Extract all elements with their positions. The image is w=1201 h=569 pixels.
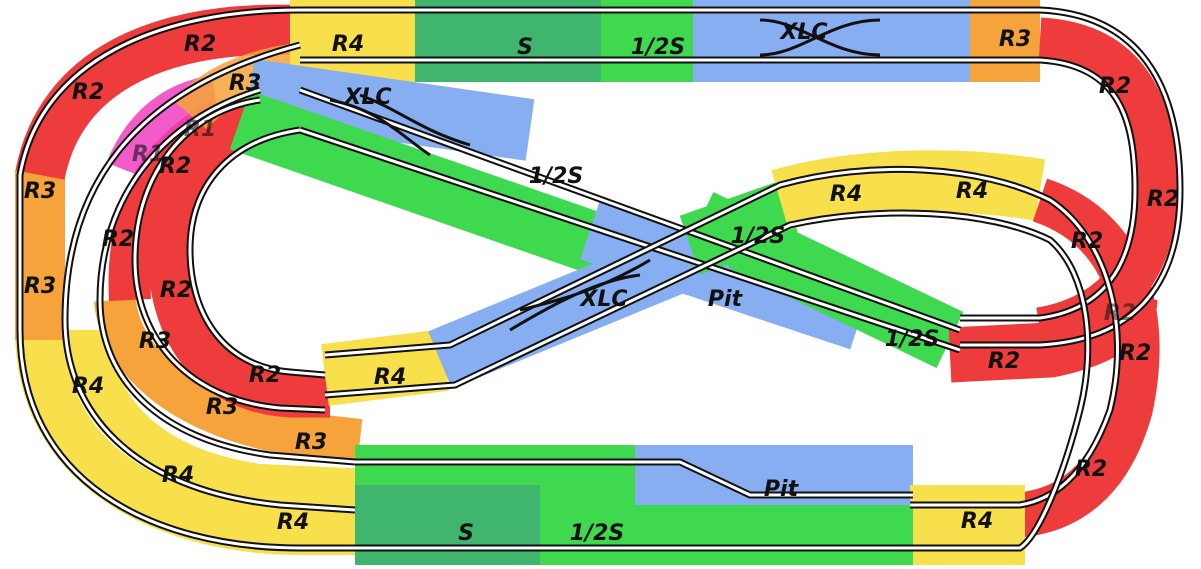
label-r2: R2 xyxy=(72,80,104,105)
label-r4: R4 xyxy=(830,182,862,207)
band-r2-inner-left xyxy=(147,87,330,418)
rail-third-loop-gap xyxy=(98,88,356,464)
label-r3: R3 xyxy=(24,179,56,204)
band-r4-second xyxy=(69,329,371,511)
label-s: S xyxy=(517,35,533,60)
label-r2: R2 xyxy=(1099,74,1131,99)
label-r2: R2 xyxy=(1075,457,1107,482)
label-r3: R3 xyxy=(295,430,327,455)
rail-second-loop-gap xyxy=(63,43,356,512)
band-halfs-top xyxy=(601,0,693,82)
label-r2: R2 xyxy=(1104,301,1136,326)
label-half-s: 1/2S xyxy=(885,327,940,352)
band-r4-lower-left xyxy=(321,329,449,406)
label-r3: R3 xyxy=(229,71,261,96)
label-r2: R2 xyxy=(102,227,134,252)
label-r4: R4 xyxy=(162,463,194,488)
label-r4: R4 xyxy=(277,510,309,535)
label-r4: R4 xyxy=(956,179,988,204)
band-halfs-bottom xyxy=(540,485,635,565)
label-r2: R2 xyxy=(1147,187,1179,212)
rails xyxy=(16,6,1184,552)
label-r2: R2 xyxy=(988,349,1020,374)
piece-labels: R2 R4 S 1/2S XLC R3 R2 R3 XLC R1 R1 R2 R… xyxy=(24,20,1179,546)
rail-xlc-mid-switch xyxy=(509,258,651,332)
label-half-s: 1/2S xyxy=(631,35,686,60)
rail-xlc-left-switch xyxy=(329,93,471,157)
band-halfs-bottom2 xyxy=(635,505,913,565)
track-bands xyxy=(15,0,1178,565)
band-diagonal-green xyxy=(229,90,611,275)
rail-pit-lane-gap xyxy=(355,460,913,497)
label-r2: R2 xyxy=(160,278,192,303)
rail-xlc-top-switch xyxy=(759,18,881,57)
label-s: S xyxy=(458,521,474,546)
rail-cross-b-gap xyxy=(324,211,1090,550)
band-r4-left-lower xyxy=(15,329,380,555)
band-r2-right-inner xyxy=(1017,178,1160,538)
label-xlc: XLC xyxy=(578,287,627,312)
band-s-bottom xyxy=(355,485,540,565)
rail-fourth-loop-gap xyxy=(133,98,326,412)
label-r2: R2 xyxy=(184,32,216,57)
band-r3-second xyxy=(94,297,363,461)
band-r2-left-top xyxy=(15,4,301,181)
rail-diagonal-a-gap xyxy=(299,88,961,332)
label-r2: R2 xyxy=(159,154,191,179)
label-r4: R4 xyxy=(374,365,406,390)
rail-inner-loop-gap xyxy=(188,128,326,377)
label-r3: R3 xyxy=(24,274,56,299)
label-half-s: 1/2S xyxy=(570,521,625,546)
label-r2: R2 xyxy=(249,363,281,388)
label-r2: R2 xyxy=(1119,341,1151,366)
label-pit: Pit xyxy=(764,477,800,502)
label-xlc: XLC xyxy=(342,85,391,110)
label-r1: R1 xyxy=(132,142,164,167)
label-half-s: 1/2S xyxy=(529,164,584,189)
band-s-top xyxy=(415,0,601,82)
label-r1: R1 xyxy=(184,117,216,142)
label-half-s: 1/2S xyxy=(731,224,786,249)
label-r3: R3 xyxy=(206,395,238,420)
label-r2: R2 xyxy=(1071,229,1103,254)
label-r3: R3 xyxy=(999,27,1031,52)
rail-outer-loop-gap xyxy=(18,8,1182,550)
label-r4: R4 xyxy=(961,509,993,534)
band-xlc-lower xyxy=(428,216,732,389)
label-r3: R3 xyxy=(139,329,171,354)
band-xlc-top xyxy=(693,0,971,82)
band-r4-bottom-right xyxy=(910,485,1025,565)
rail-diagonal-b-gap xyxy=(299,128,961,352)
label-r4: R4 xyxy=(332,32,364,57)
label-xlc: XLC xyxy=(778,20,827,45)
label-r4: R4 xyxy=(72,374,104,399)
label-pit: Pit xyxy=(708,287,744,312)
rail-cross-a-gap xyxy=(324,167,1119,507)
